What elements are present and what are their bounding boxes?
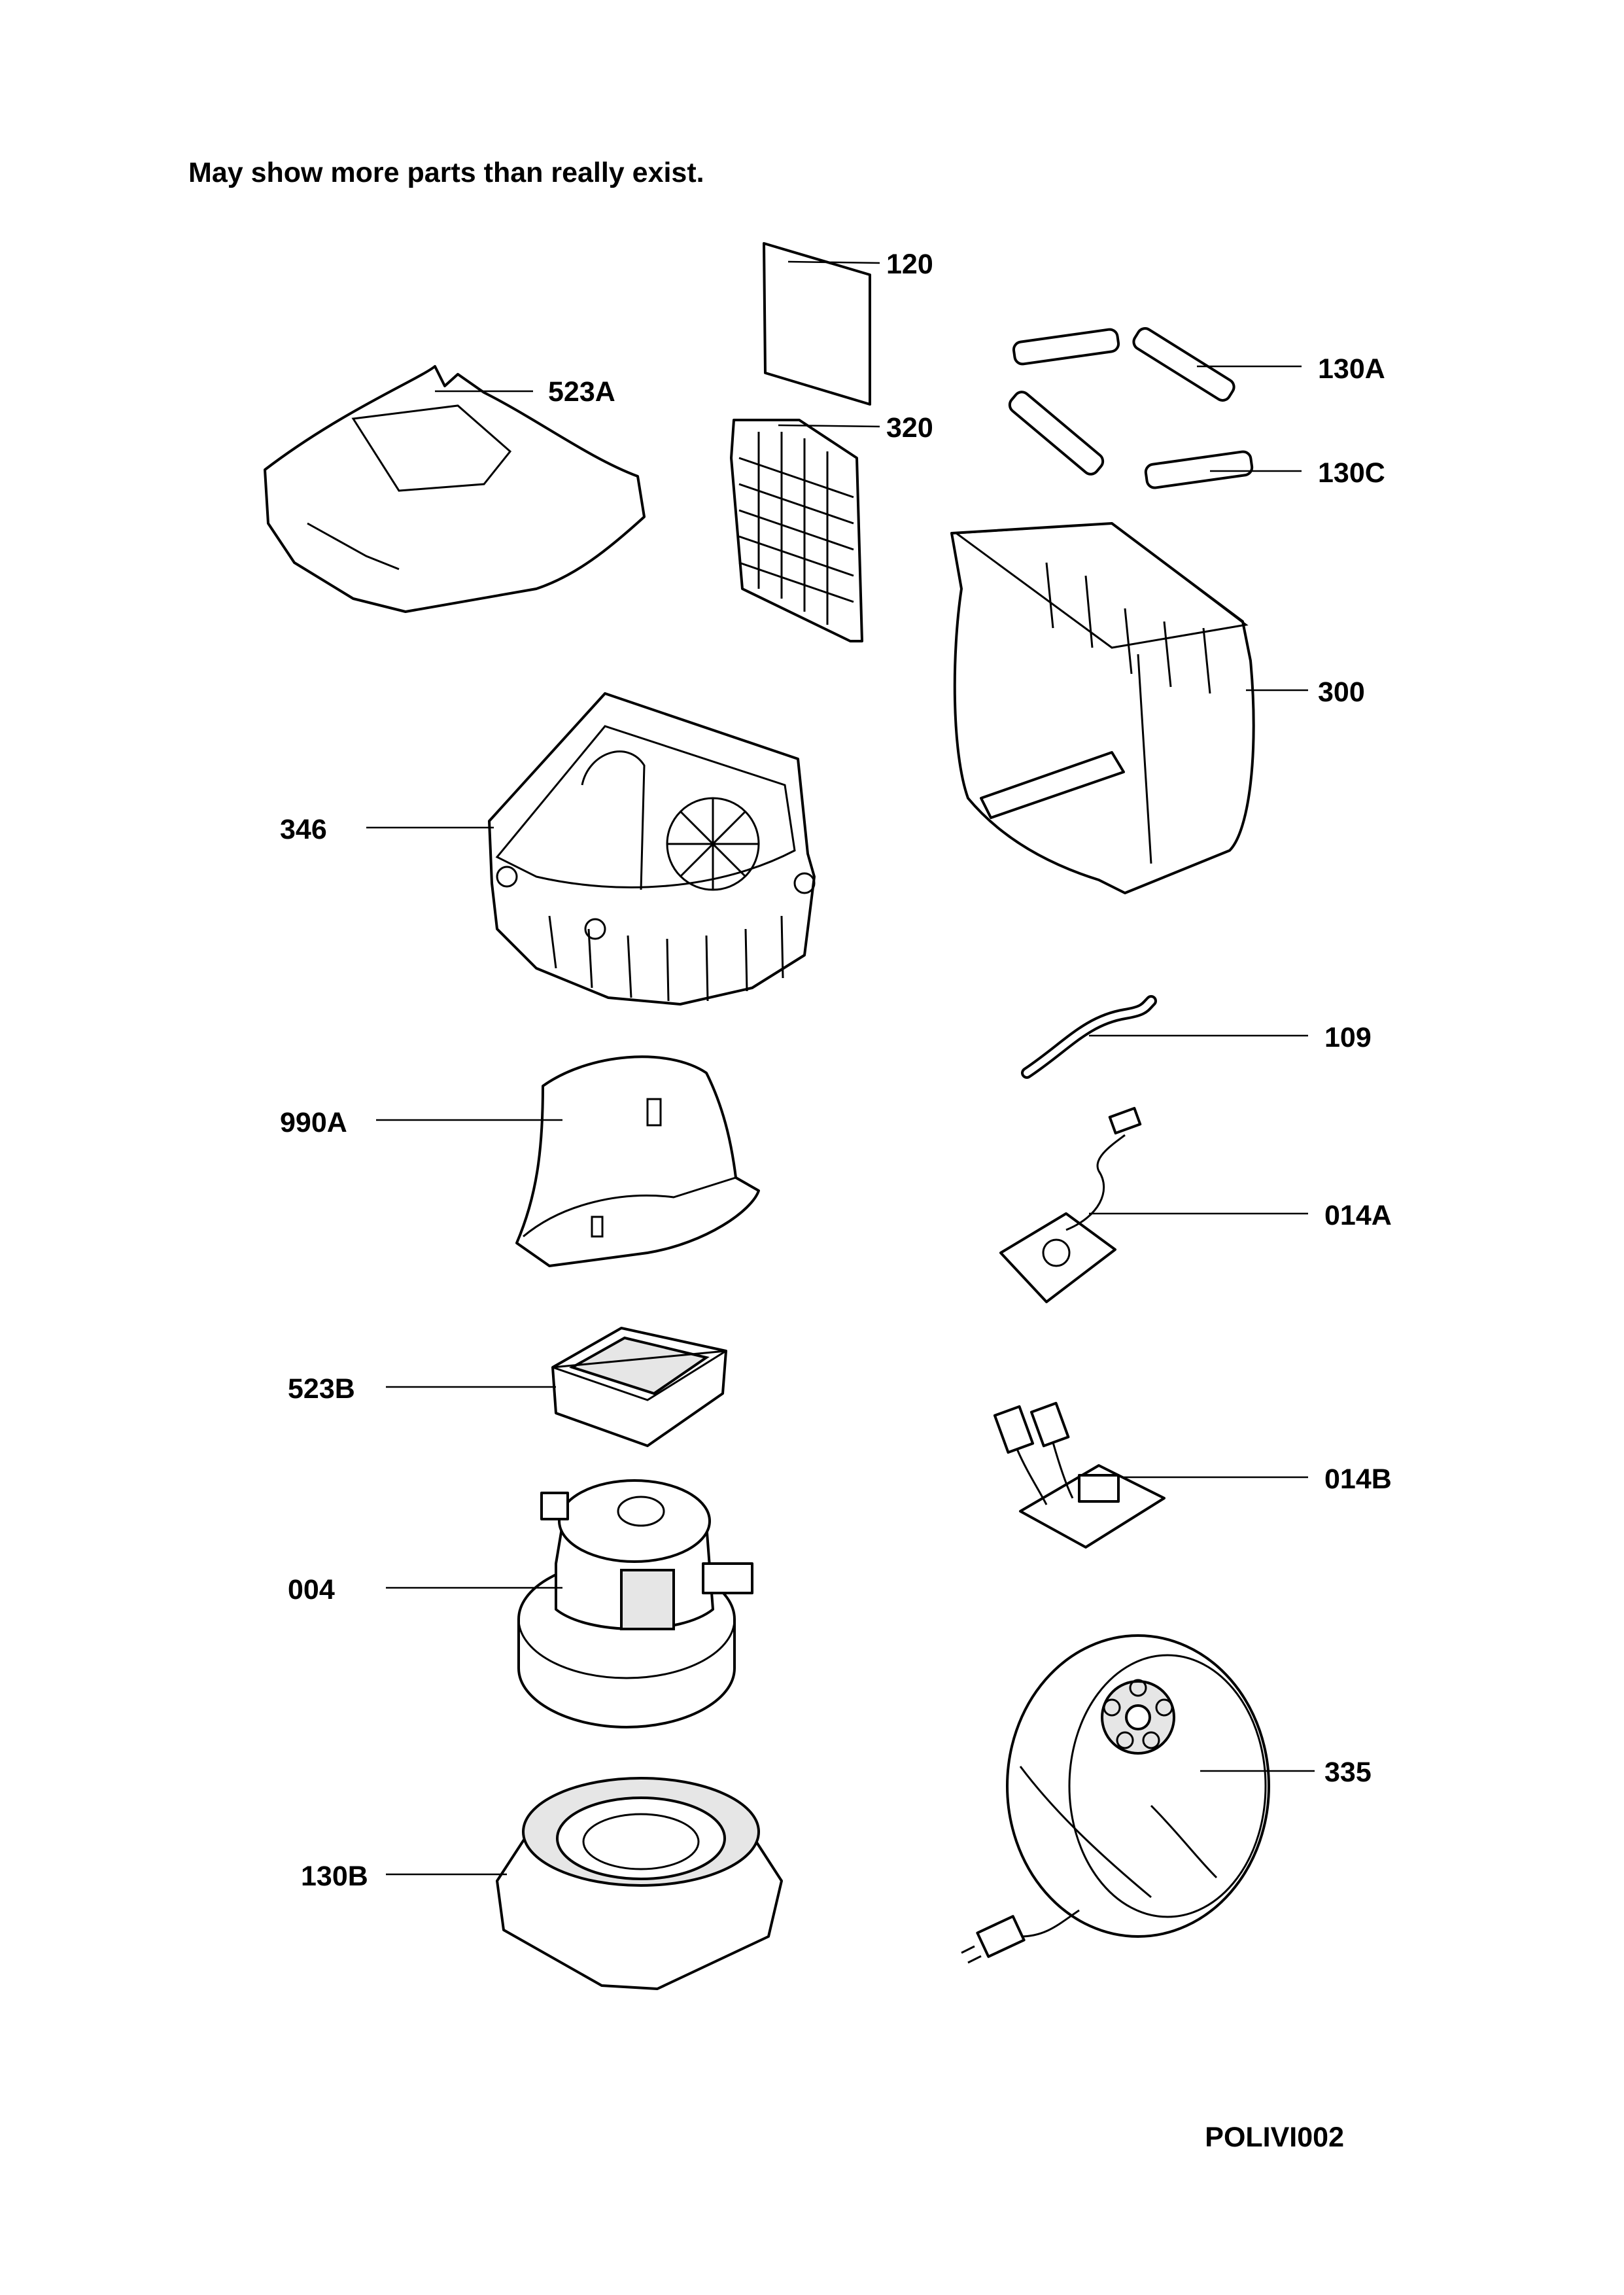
- label-130B: 130B: [301, 1861, 368, 1892]
- label-523B: 523B: [288, 1373, 355, 1405]
- part-109-cable: 109: [1021, 995, 1372, 1079]
- label-130C: 130C: [1318, 457, 1385, 489]
- label-990A: 990A: [280, 1107, 347, 1138]
- label-120: 120: [886, 249, 933, 280]
- part-130A-seal-strips: 130A: [1008, 327, 1385, 476]
- part-014A-circuit-board: 014A: [999, 1106, 1392, 1303]
- label-109: 109: [1324, 1022, 1372, 1053]
- part-320-filter-grille: 320: [730, 412, 933, 642]
- part-130C-seal-strip: 130C: [1144, 450, 1385, 489]
- diagram-note: May show more parts than really exist.: [188, 157, 704, 188]
- part-335-cable-reel: 335: [961, 1634, 1372, 1964]
- part-523B-motor-mount: 523B: [288, 1327, 727, 1447]
- part-990A-filter-bag: 990A: [280, 1055, 760, 1267]
- label-335: 335: [1324, 1757, 1372, 1788]
- part-004-motor: 004: [288, 1479, 753, 1728]
- label-014B: 014B: [1324, 1463, 1392, 1495]
- drawing-code: POLIVI002: [1205, 2122, 1344, 2153]
- part-014B-switch: 014B: [993, 1401, 1392, 1549]
- label-130A: 130A: [1318, 353, 1385, 385]
- label-523A: 523A: [548, 376, 615, 408]
- part-300-dust-housing: 300: [950, 522, 1365, 894]
- part-120-filter-sheet: 120: [763, 242, 933, 406]
- label-320: 320: [886, 412, 933, 444]
- part-523A-top-cover: 523A: [264, 365, 646, 613]
- part-346-motor-housing: 346: [280, 692, 816, 1006]
- label-014A: 014A: [1324, 1200, 1392, 1231]
- label-346: 346: [280, 814, 327, 845]
- part-130B-base-filter: 130B: [301, 1777, 783, 1990]
- label-004: 004: [288, 1574, 335, 1605]
- label-300: 300: [1318, 676, 1365, 708]
